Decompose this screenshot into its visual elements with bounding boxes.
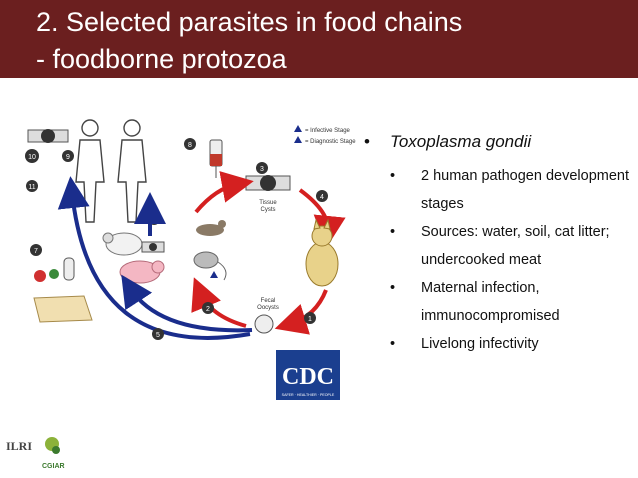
main-bullet-text: Toxoplasma gondii xyxy=(390,132,532,151)
svg-text:1: 1 xyxy=(308,316,312,323)
step-5: 5 xyxy=(152,328,164,340)
bullet-dot: • xyxy=(390,336,396,352)
step-8: 8 xyxy=(184,138,196,150)
fecal-oocyst-icon: Fecal Oocysts xyxy=(254,298,279,334)
step-11: 11 xyxy=(26,180,38,192)
svg-text:= Infective Stage: = Infective Stage xyxy=(305,128,351,134)
step-2: 2 xyxy=(202,302,214,314)
step-9: 9 xyxy=(62,150,74,162)
bird-icon xyxy=(196,220,226,236)
svg-text:Fecal: Fecal xyxy=(261,298,276,304)
svg-text:= Diagnostic Stage: = Diagnostic Stage xyxy=(305,139,356,145)
tissue-cyst-icon-left xyxy=(27,129,69,143)
svg-text:ILRI: ILRI xyxy=(6,439,32,453)
human-figure-right xyxy=(117,119,147,223)
list-item-text: Maternal infection, immunocompromised xyxy=(421,280,560,324)
svg-text:9: 9 xyxy=(66,154,70,161)
infective-stage-marker xyxy=(210,271,218,278)
cycle-arrow-bottom-left xyxy=(191,277,247,328)
bullet-dot: • xyxy=(390,280,396,296)
cycle-arrow-left-top xyxy=(194,171,254,214)
slide-title-line-2: - foodborne protozoa xyxy=(36,44,287,74)
svg-text:11: 11 xyxy=(28,184,35,191)
bullet-dot: • xyxy=(390,168,396,184)
infection-marker-10: 10 xyxy=(25,149,39,163)
step-7: 7 xyxy=(30,244,42,256)
ilri-logo: ILRI xyxy=(6,439,32,453)
step-4: 4 xyxy=(316,190,328,202)
svg-text:2: 2 xyxy=(206,306,210,313)
route-arrow-fecal-to-human xyxy=(57,176,251,340)
title-bar: 2. Selected parasites in food chains - f… xyxy=(0,0,638,78)
partner-logos: ILRI CGIAR xyxy=(6,437,65,470)
diagram-legend: = Infective Stage = Diagnostic Stage xyxy=(294,125,356,145)
bullet-dot: • xyxy=(390,224,396,240)
pig-icon xyxy=(119,260,165,284)
human-figure-left xyxy=(75,119,105,223)
sheep-icon xyxy=(102,232,143,256)
svg-text:10: 10 xyxy=(28,154,36,161)
bullet-dot: • xyxy=(364,132,370,151)
svg-text:7: 7 xyxy=(34,248,38,255)
svg-text:6: 6 xyxy=(152,217,156,224)
step-3: 3 xyxy=(256,162,268,174)
list-item-text: 2 human pathogen development stages xyxy=(421,168,629,212)
svg-text:8: 8 xyxy=(188,142,192,149)
svg-text:3: 3 xyxy=(260,166,264,173)
produce-icon xyxy=(34,257,75,282)
svg-text:5: 5 xyxy=(156,332,160,339)
cycle-arrow-right-bottom xyxy=(274,289,328,335)
mouse-icon xyxy=(193,251,227,281)
svg-text:4: 4 xyxy=(320,194,324,201)
meat-cyst-icon xyxy=(141,241,165,253)
toxoplasma-life-cycle-diagram: 10 9 11 = Infective Stage = Diagnostic S… xyxy=(25,119,356,400)
svg-text:Oocysts: Oocysts xyxy=(257,305,279,311)
cat-icon xyxy=(305,218,339,287)
route-arrow-fecal-to-livestock xyxy=(121,274,253,333)
svg-text:SAFER · HEALTHIER · PEOPLE: SAFER · HEALTHIER · PEOPLE xyxy=(282,393,335,397)
slide-title-line-1: 2. Selected parasites in food chains xyxy=(36,7,463,37)
svg-text:Tissue: Tissue xyxy=(259,200,277,206)
blood-transfusion-icon xyxy=(209,139,223,178)
litter-box-icon xyxy=(33,295,93,323)
svg-text:Cysts: Cysts xyxy=(261,207,276,213)
cgiar-logo: CGIAR xyxy=(42,437,65,470)
list-item-text: Livelong infectivity xyxy=(421,336,539,352)
step-1: 1 xyxy=(304,312,316,324)
svg-text:CDC: CDC xyxy=(282,364,334,390)
tissue-cyst-icon: Tissue Cysts xyxy=(245,175,291,213)
list-item-text: Sources: water, soil, cat litter; underc… xyxy=(421,224,610,268)
cdc-logo: CDC SAFER · HEALTHIER · PEOPLE xyxy=(276,350,340,400)
svg-text:CGIAR: CGIAR xyxy=(42,463,65,470)
